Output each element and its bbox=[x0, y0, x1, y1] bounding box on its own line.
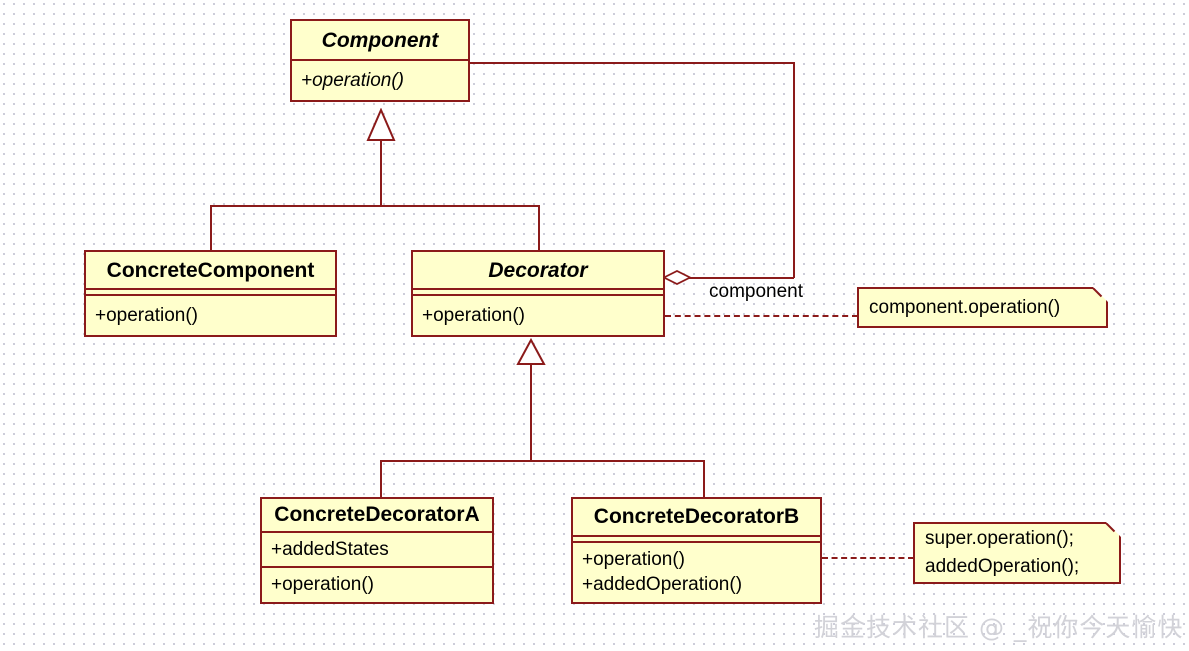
aggregation-diamond bbox=[662, 268, 692, 287]
aggregation-line-right bbox=[793, 62, 795, 278]
class-attributes-concrete-decorator-a: +addedStates bbox=[271, 538, 389, 560]
class-box-decorator[interactable]: Decorator +operation() bbox=[411, 250, 665, 337]
generalization-branch-top bbox=[210, 205, 540, 207]
generalization-drop-decorator bbox=[538, 205, 540, 251]
class-operations-concrete-decorator-a: +operation() bbox=[262, 566, 492, 602]
note-text-decorator: component.operation() bbox=[869, 296, 1061, 318]
aggregation-line-bottom bbox=[686, 277, 794, 279]
class-operations-decorator: +operation() bbox=[413, 294, 663, 335]
generalization-drop-decorator-a bbox=[380, 460, 382, 501]
generalization-drop-concrete-component bbox=[210, 205, 212, 251]
class-box-concrete-component[interactable]: ConcreteComponent +operation() bbox=[84, 250, 337, 337]
generalization-stem-component bbox=[380, 140, 382, 206]
note-link-concrete-decorator-b bbox=[822, 557, 914, 559]
note-fold-icon bbox=[1106, 522, 1121, 537]
class-name-component: Component bbox=[292, 21, 468, 61]
aggregation-line-top bbox=[470, 62, 795, 64]
class-name-concrete-component: ConcreteComponent bbox=[86, 252, 335, 290]
generalization-drop-decorator-b bbox=[703, 460, 705, 501]
class-box-concrete-decorator-b[interactable]: ConcreteDecoratorB +operation() +addedOp… bbox=[571, 497, 822, 604]
class-box-concrete-decorator-a[interactable]: ConcreteDecoratorA +addedStates +operati… bbox=[260, 497, 494, 604]
note-text-concrete-decorator-b: super.operation(); addedOperation(); bbox=[925, 528, 1080, 577]
class-box-component[interactable]: Component +operation() bbox=[290, 19, 470, 102]
class-operations-concrete-component: +operation() bbox=[86, 294, 335, 335]
note-decorator-operation[interactable]: component.operation() bbox=[857, 287, 1108, 328]
class-operations-component: +operation() bbox=[301, 69, 404, 91]
class-operations-concrete-decorator-b: +operation() +addedOperation() bbox=[573, 540, 820, 602]
generalization-branch-bottom bbox=[380, 460, 704, 462]
aggregation-role-label: component bbox=[709, 281, 804, 302]
note-fold-icon bbox=[1093, 287, 1108, 302]
class-name-decorator: Decorator bbox=[413, 252, 663, 290]
class-name-concrete-decorator-a: ConcreteDecoratorA bbox=[262, 499, 492, 533]
watermark-text: 掘金技术社区 @ _祝你今天愉快 bbox=[814, 613, 1184, 642]
note-link-decorator bbox=[665, 315, 858, 317]
generalization-stem-decorator bbox=[530, 362, 532, 461]
note-concrete-decorator-b-operation[interactable]: super.operation(); addedOperation(); bbox=[913, 522, 1121, 584]
class-name-concrete-decorator-b: ConcreteDecoratorB bbox=[573, 499, 820, 537]
